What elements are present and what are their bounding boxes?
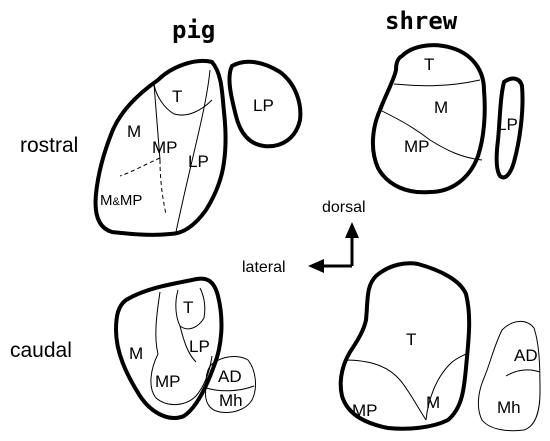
pig-caudal-M-boundary [156,292,160,354]
dorsal-arrowhead-icon [345,222,359,238]
shrew-rostral-label-LP: LP [497,115,518,134]
shrew-rostral-label-MP: MP [404,137,430,156]
shrew-caudal-label-Mh: Mh [497,398,521,417]
pig-caudal-section: T M LP MP AD Mh [116,279,255,418]
pig-rostral-dashed-boundary-1 [120,158,160,176]
shrew-rostral-section: T M MP LP [373,45,523,192]
lateral-arrowhead-icon [308,259,324,273]
shrew-caudal-label-AD: AD [514,346,538,365]
caudal-row-label: caudal [10,339,72,362]
shrew-caudal-label-T: T [406,330,416,349]
shrew-caudal-AD-Mh-boundary [506,370,540,376]
lateral-label: lateral [242,259,286,276]
pig-caudal-label-AD: AD [218,367,242,386]
shrew-rostral-T-M-boundary [394,80,480,86]
pig-caudal-label-T: T [183,298,193,317]
shrew-caudal-section: T MP M AD Mh [341,263,540,430]
pig-caudal-label-LP: LP [189,337,210,356]
pig-rostral-dashed-boundary-2 [160,160,166,214]
pig-rostral-label-LP: LP [188,152,209,171]
shrew-caudal-label-M: M [426,393,440,412]
pig-caudal-label-M: M [129,344,143,363]
shrew-caudal-label-MP: MP [352,401,378,420]
pig-caudal-label-MP: MP [155,372,181,391]
pig-rostral-label-MP: MP [152,138,178,157]
shrew-rostral-label-T: T [424,55,434,74]
pig-rostral-label-T: T [172,87,182,106]
orientation-marker: dorsal lateral [242,199,366,276]
pig-column-title: pig [172,16,215,44]
shrew-rostral-label-M: M [434,98,448,117]
pig-rostral-section: T M MP LP M&MP LP [96,61,301,235]
pig-rostral-label-M: M [127,122,141,141]
rostral-row-label: rostral [20,134,78,157]
shrew-rostral-M-MP-boundary [380,110,482,160]
dorsal-label: dorsal [322,199,366,216]
pig-rostral-label-M-and-MP: M&MP [100,192,142,209]
shrew-column-title: shrew [385,7,458,35]
pig-caudal-label-Mh: Mh [219,391,243,410]
pig-rostral-label-LP-separate: LP [253,96,274,115]
